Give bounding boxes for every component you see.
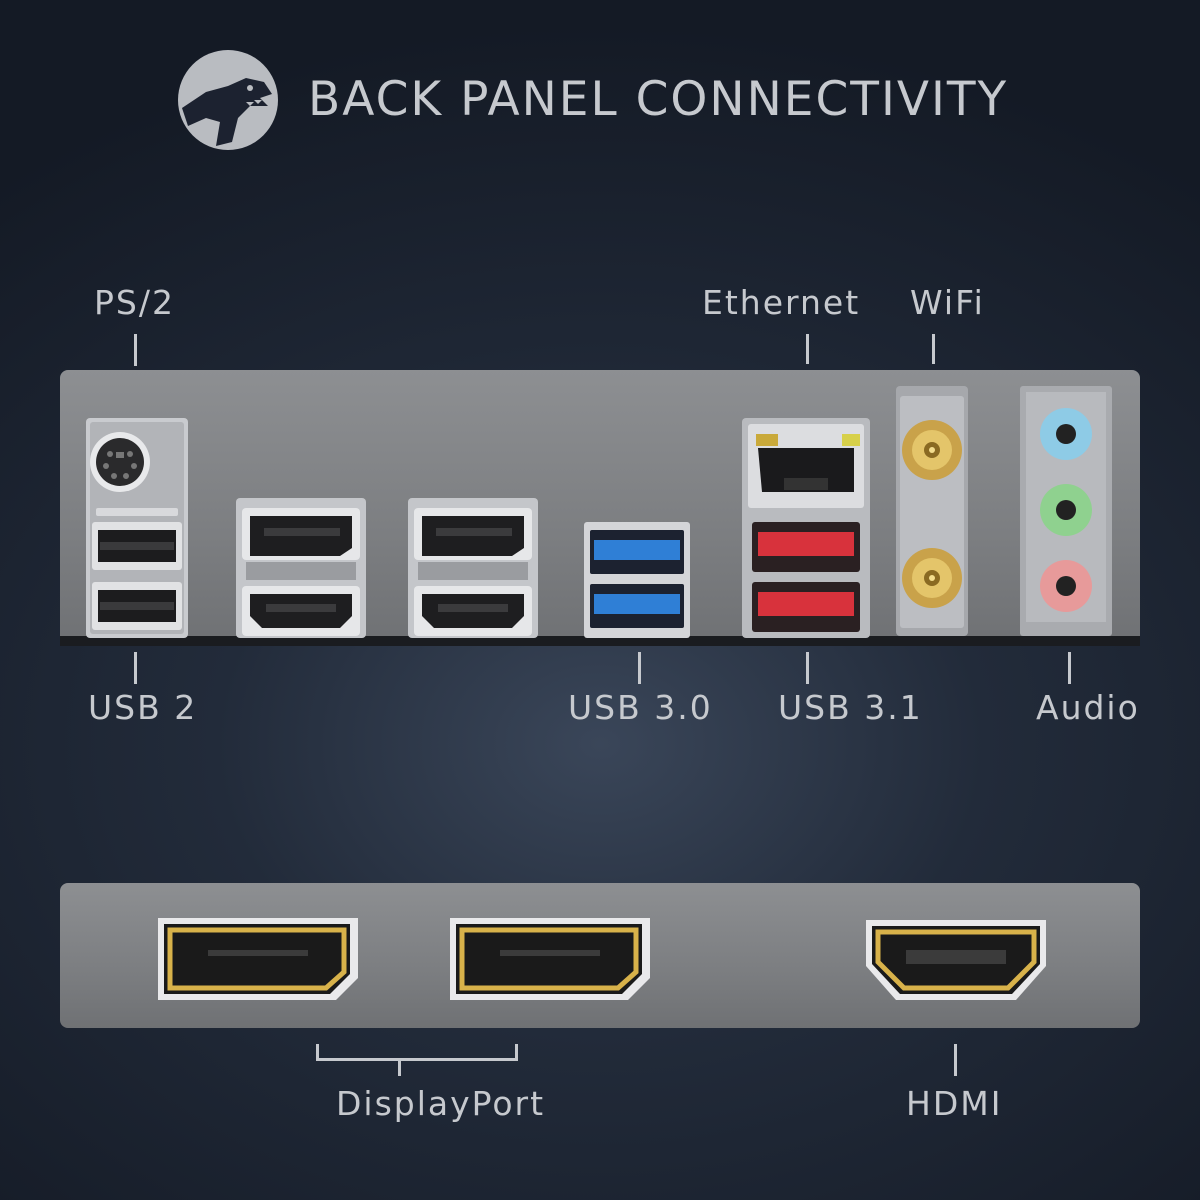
audio-tick <box>1068 652 1071 684</box>
io-shield-edge <box>60 636 1140 646</box>
hdmi-label: HDMI <box>906 1084 1003 1123</box>
hdmi-tick <box>954 1044 957 1076</box>
ps2-usb2-port-stack <box>86 418 188 638</box>
ethernet-tick <box>806 334 809 364</box>
usb30-label: USB 3.0 <box>568 688 713 727</box>
ethernet-label: Ethernet <box>702 283 861 322</box>
dinosaur-logo-icon <box>176 48 280 152</box>
hdmi-connector <box>866 916 1046 1000</box>
displayport-bracket-right <box>515 1044 518 1060</box>
displayport-bracket-left <box>316 1044 319 1060</box>
displayport-connector-2 <box>450 914 650 1000</box>
ps2-label: PS/2 <box>94 283 175 322</box>
displayport-connector-1 <box>158 914 358 1000</box>
displayport-bracket-stem <box>398 1058 401 1076</box>
usb31-tick <box>806 652 809 684</box>
usb30-port-stack <box>584 522 690 638</box>
displayport-label: DisplayPort <box>336 1084 546 1123</box>
dp-hdmi-port-stack-2 <box>408 498 538 638</box>
wifi-antenna-block <box>896 386 968 636</box>
ps2-tick <box>134 334 137 366</box>
usb2-tick <box>134 652 137 684</box>
audio-label: Audio <box>1036 688 1140 727</box>
wifi-tick <box>932 334 935 364</box>
usb2-label: USB 2 <box>88 688 198 727</box>
displayport-bracket-bar <box>316 1058 518 1061</box>
audio-jack-block <box>1020 386 1112 636</box>
usb31-label: USB 3.1 <box>778 688 923 727</box>
usb30-tick <box>638 652 641 684</box>
wifi-label: WiFi <box>910 283 985 322</box>
dp-hdmi-port-stack-1 <box>236 498 366 638</box>
page-title: BACK PANEL CONNECTIVITY <box>308 72 1009 127</box>
ethernet-usb31-port-stack <box>742 418 870 638</box>
